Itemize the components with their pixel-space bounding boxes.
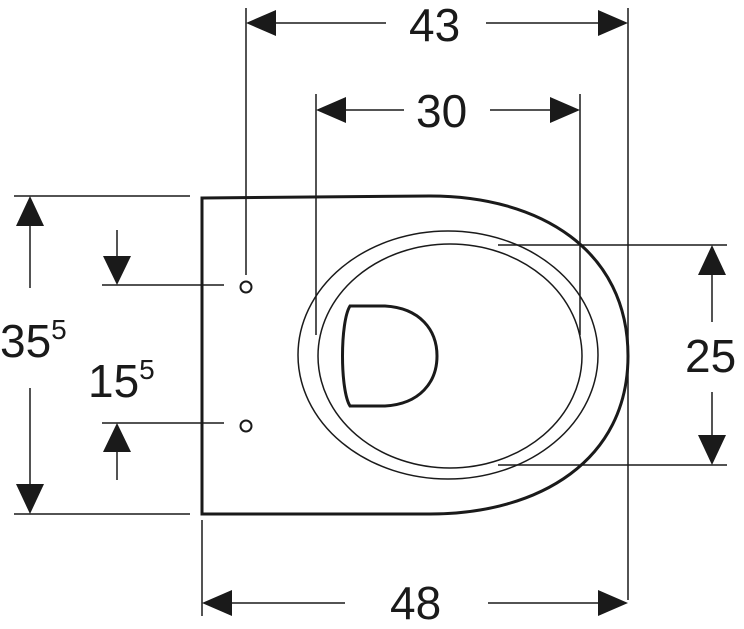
arrow-355-bottom xyxy=(16,484,44,514)
dimension-155-superscript: 5 xyxy=(139,354,155,385)
mounting-hole-bottom xyxy=(239,419,253,433)
drain-opening xyxy=(341,304,439,408)
dimension-25-label: 25 xyxy=(685,330,737,382)
arrow-30-left xyxy=(316,97,346,123)
dimension-355-value: 35 xyxy=(0,315,52,367)
dimension-30-label: 30 xyxy=(416,85,468,137)
arrow-48-right xyxy=(598,590,628,616)
dimension-48-label: 48 xyxy=(390,577,442,629)
arrow-25-top xyxy=(698,245,726,275)
dimension-155-label: 155 xyxy=(88,355,155,407)
arrow-25-bottom xyxy=(698,435,726,465)
arrow-43-left xyxy=(246,10,276,36)
dimension-355-label: 355 xyxy=(0,315,67,367)
arrow-155-bottom xyxy=(103,423,131,452)
rim-outer xyxy=(297,230,599,480)
dimension-43-label: 43 xyxy=(409,0,461,51)
mounting-hole-top xyxy=(239,280,253,294)
arrow-48-left xyxy=(202,590,232,616)
dimension-155-value: 15 xyxy=(88,355,140,407)
arrow-30-right xyxy=(550,97,580,123)
arrow-155-top xyxy=(103,256,131,285)
arrow-355-top xyxy=(16,196,44,226)
bowl-outline xyxy=(200,194,630,516)
arrow-43-right xyxy=(598,10,628,36)
rim-inner xyxy=(317,243,583,469)
dimension-355-superscript: 5 xyxy=(51,314,67,345)
